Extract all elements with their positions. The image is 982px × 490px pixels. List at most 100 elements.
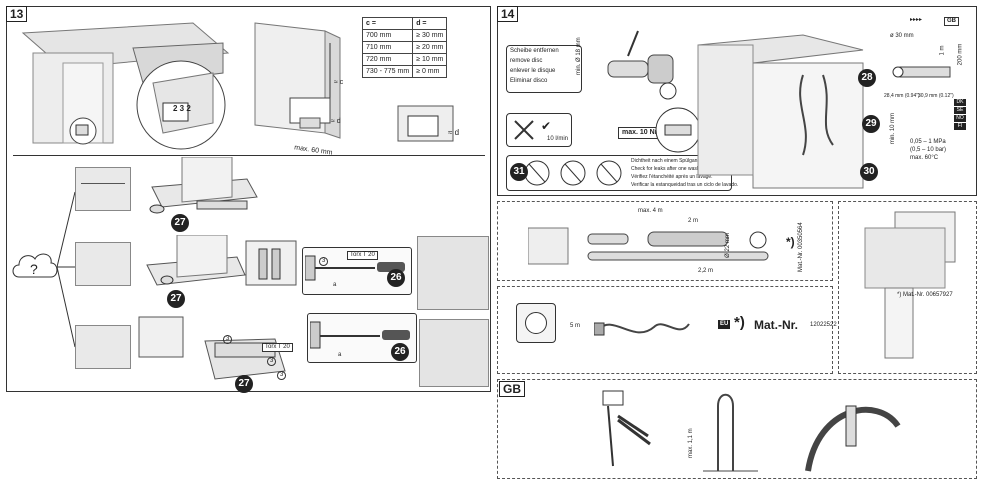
table-cell: ≥ 30 mm (412, 29, 448, 42)
ref-26-badge: 26 (387, 269, 405, 287)
a-dimension-label: a (338, 352, 342, 358)
clearance-table: c = d = 700 mm≥ 30 mm 710 mm≥ 20 mm 720 … (361, 17, 448, 78)
tool-crossed-icon (514, 120, 534, 140)
screw-count-3: 3 (223, 335, 233, 344)
dim-right-28mm: 28,4 mm (0.94") (884, 93, 920, 99)
hose-connector-drawing (607, 30, 677, 100)
hose-drawing (528, 227, 769, 265)
pressure-line-2: (0,5 – 10 bar) (910, 147, 947, 153)
table-cell: ≥ 10 mm (412, 53, 448, 66)
zoom-number-label: 2 3 2 (173, 104, 191, 113)
screw-count-3: 3 (319, 257, 329, 266)
leak-check-es: Verificar la estanqueidad tras un ciclo … (631, 182, 739, 188)
gb-badge: GB (499, 381, 525, 397)
hose-length-label: 2 m (688, 218, 699, 224)
ref-27-badge: 27 (171, 214, 189, 232)
extra-material-number: *) Mat.-Nr. 00657927 (897, 292, 953, 298)
table-header-cell: d = (412, 17, 448, 30)
ref-28-badge: 28 (858, 69, 876, 87)
hose-total-length-label: 2,2 m (698, 268, 714, 274)
leak-check-fr: Vérifiez l'étanchéité après un lavage. (631, 174, 713, 180)
table-cell: 720 mm (361, 53, 414, 66)
variant-1-thumbnail-lines (81, 183, 125, 184)
dim-right-min10: min. 10 mm (890, 112, 897, 145)
install-photo-1 (417, 236, 489, 310)
question-mark: ? (30, 261, 38, 277)
cabinet-side-drawing (864, 211, 956, 359)
disc-label-fr: enlever le disque (510, 68, 556, 74)
socket-icon (516, 303, 556, 343)
country-fi: FI (954, 123, 966, 130)
countertop-illustration (21, 22, 230, 150)
ref-27-badge: 27 (235, 375, 253, 393)
variant-1-drawing (149, 157, 258, 214)
cable-length-label: 5 m (570, 323, 581, 329)
dim-right-diameter: ø 30 mm (890, 33, 914, 39)
cable-material-number: 12022522 (810, 322, 837, 328)
disc-label-en: remove disc (510, 58, 543, 64)
variant-2-bracket-detail (245, 240, 297, 286)
step-13-badge: 13 (6, 6, 28, 22)
table-row: 730 - 775 mm≥ 0 mm (361, 65, 448, 78)
clearance-table-grid: c = d = 700 mm≥ 30 mm 710 mm≥ 20 mm 720 … (361, 17, 448, 78)
country-dk: DK (954, 99, 966, 106)
disc-label-box: Scheibe entfernen remove disc enlever le… (506, 45, 582, 93)
step-13-top-section: 2 3 2 ≈ c ≈ d max. 60 mm c = d = 700 mm≥… (13, 13, 485, 157)
ref-27-badge: 27 (167, 290, 185, 308)
faucet-icons (892, 66, 951, 78)
niche-dimension-drawing (254, 22, 341, 139)
cable-material-prefix: Mat.-Nr. (754, 318, 799, 332)
country-codes: DK SE NO FI (954, 99, 966, 130)
sink-cabinet-drawing (697, 34, 864, 189)
dim-d2-label: ≈ d (448, 128, 460, 137)
a-dimension-label: a (333, 282, 337, 288)
ref-31-badge: 31 (510, 163, 528, 181)
branch-lines (57, 191, 76, 348)
cable-drawing (594, 322, 690, 336)
arrows-icon: ▸▸▸▸ (910, 17, 923, 23)
no-tools-box: ✔ 10 l/min (506, 113, 572, 147)
hose-material-number: Mat.-Nr. 00350564 (798, 222, 804, 272)
country-se: SE (954, 107, 966, 114)
cable-panel: 5 m EU *) Mat.-Nr. 12022522 (497, 286, 837, 374)
table-cell: 730 - 775 mm (361, 65, 414, 78)
eu-badge: EU (718, 320, 731, 329)
pressure-line-3: max. 60°C (910, 155, 939, 161)
torx-label: Torx T 20 (347, 251, 378, 260)
extra-panel: *) Mat.-Nr. 00657927 (838, 201, 977, 374)
table-row: 720 mm≥ 10 mm (361, 53, 448, 66)
table-cell: ≥ 20 mm (412, 41, 448, 54)
hose-footnote-star: *) (786, 235, 795, 249)
variant-2-thumbnail (75, 242, 131, 286)
min-diameter-label: min. Ø 18 mm (576, 37, 582, 75)
table-row: 710 mm≥ 20 mm (361, 41, 448, 54)
install-photo-2 (419, 319, 489, 387)
country-no: NO (954, 115, 966, 122)
max-height-label: max. 1,1 m (688, 428, 694, 458)
table-cell: 700 mm (361, 29, 414, 42)
dim-d-label: ≈ d (331, 118, 341, 125)
drain-arc-drawing (805, 405, 901, 472)
leak-check-en: Check for leaks after one wash cycle. (631, 166, 714, 172)
leak-check-icons (525, 160, 622, 186)
pliers-drawing (602, 390, 651, 467)
drain-height-drawing (703, 393, 758, 472)
cable-footnote-star: *) (734, 314, 745, 331)
ref-26-badge: 26 (391, 343, 409, 361)
variant-2-drawing (146, 235, 246, 286)
disc-label-de: Scheibe entfernen (510, 48, 559, 54)
table-header-cell: c = (361, 17, 414, 30)
flow-rate-label: 10 l/min (547, 136, 569, 142)
check-icon: ✔ (541, 119, 552, 133)
step-14-badge: 14 (497, 6, 519, 22)
variant-3-thumbnail (75, 325, 131, 369)
max-length-label: max. 4 m (638, 208, 663, 214)
screw-count-3: 3 (277, 371, 287, 380)
dim-c-label: ≈ c (334, 79, 344, 86)
step-14-panel: 14 Scheibe entfernen remove disc enlever… (497, 6, 977, 196)
torx-label: Torx T 20 (262, 343, 293, 352)
variant-1-thumbnail (75, 167, 131, 211)
table-cell: 710 mm (361, 41, 414, 54)
hose-panel: max. 4 m 2 m Ø 22 mm 2,2 m *) Mat.-Nr. 0… (497, 201, 833, 281)
screw-count-3: 3 (267, 357, 277, 366)
